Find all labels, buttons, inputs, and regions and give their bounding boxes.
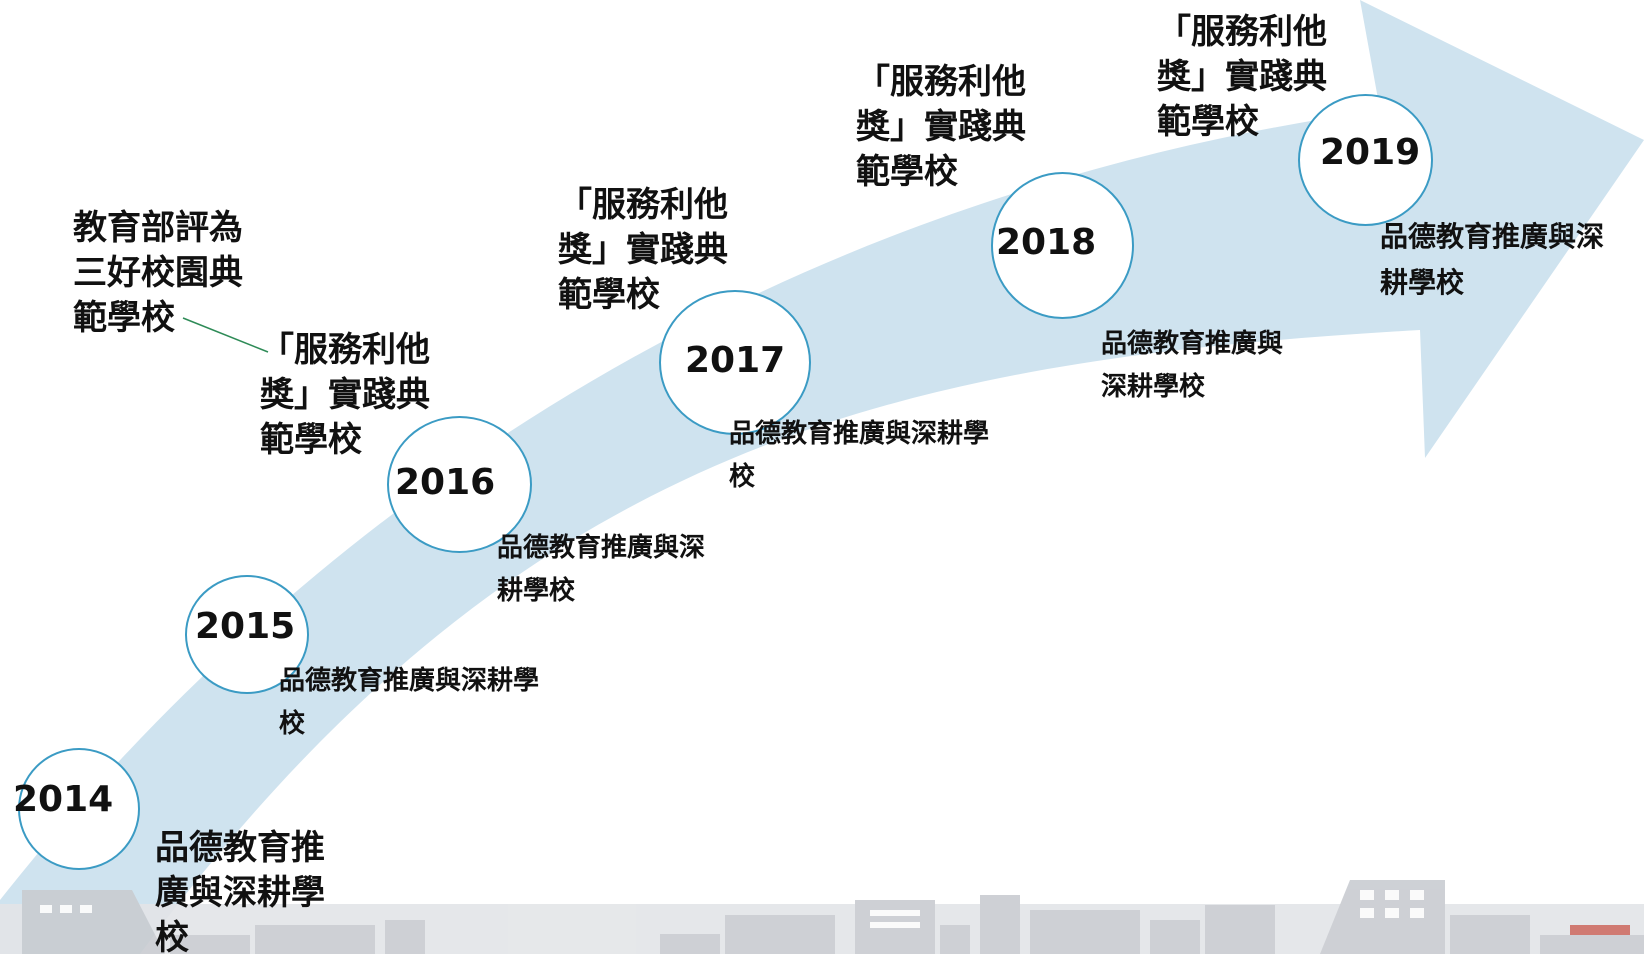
moe-award-2016: 教育部評為 三好校園典 範學校 <box>73 208 243 338</box>
circle-2019 <box>1298 94 1433 226</box>
service-award-2016: 「服務利他 獎」實踐典 範學校 <box>260 330 430 460</box>
circle-2016 <box>387 416 532 553</box>
award-2017: 品德教育推廣與深耕學 校 <box>729 419 990 492</box>
award-2014: 品德教育推 廣與深耕學 校 <box>155 828 325 958</box>
year-2019: 2019 <box>1320 132 1421 173</box>
award-2015: 品德教育推廣與深耕學 校 <box>279 666 540 739</box>
year-2015: 2015 <box>195 606 296 647</box>
circle-2018 <box>991 172 1134 319</box>
service-award-2019: 「服務利他 獎」實踐典 範學校 <box>1157 12 1327 142</box>
award-2019: 品德教育推廣與深 耕學校 <box>1380 220 1605 300</box>
award-2016: 品德教育推廣與深 耕學校 <box>497 533 706 606</box>
year-2017: 2017 <box>685 340 786 381</box>
award-2018: 品德教育推廣與 深耕學校 <box>1101 329 1284 402</box>
year-2018: 2018 <box>996 222 1097 263</box>
annotation-connector <box>182 317 269 353</box>
circle-2017 <box>659 290 811 435</box>
circle-2015 <box>185 575 309 694</box>
service-award-2017: 「服務利他 獎」實踐典 範學校 <box>558 185 728 315</box>
circle-2014 <box>18 748 140 870</box>
service-award-2018: 「服務利他 獎」實踐典 範學校 <box>856 62 1026 192</box>
year-2016: 2016 <box>395 462 496 503</box>
year-2014: 2014 <box>13 779 114 820</box>
